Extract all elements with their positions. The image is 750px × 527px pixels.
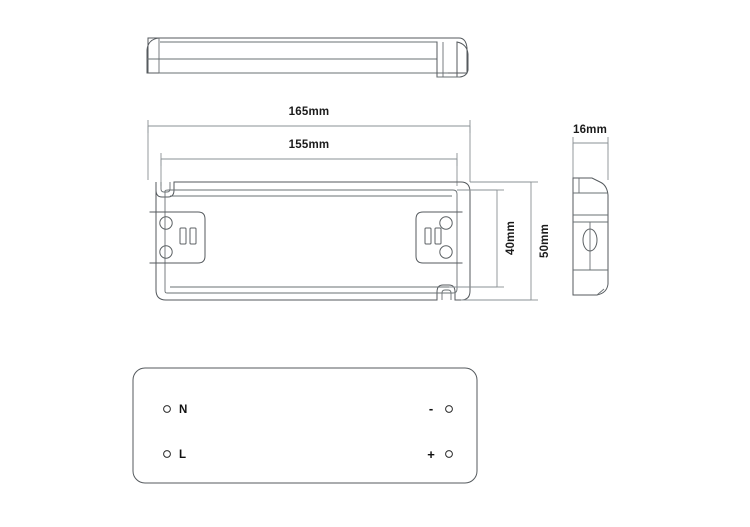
bottom-body-outline: [132, 367, 478, 484]
side-view: [572, 177, 609, 296]
dim-50-label: 50mm: [539, 224, 551, 258]
front-elevation-view: [146, 37, 469, 78]
dim-165-label: 165mm: [289, 106, 330, 118]
right-tab-vent-slot-1: [424, 227, 432, 245]
dimension-155mm: 155mm: [160, 139, 458, 186]
plan-bottomright-notch: [441, 289, 452, 300]
plan-topleft-notch: [160, 182, 171, 193]
output-terminal-group: - +: [427, 401, 453, 462]
dim-40-label: 40mm: [505, 221, 517, 255]
terminal-negative-hole: [445, 405, 453, 413]
right-tab-outline: [415, 211, 463, 264]
left-tab-vent-slot-1: [179, 227, 187, 245]
dim-16-label: 16mm: [573, 124, 607, 136]
dimension-16mm: 16mm: [572, 124, 609, 180]
front-body-outline: [147, 37, 468, 74]
left-tab-screw-hole-top: [159, 216, 173, 230]
plan-inner-outline: [164, 189, 458, 294]
right-tab-screw-hole-top: [439, 216, 453, 230]
front-right-endcap-block: [436, 41, 458, 78]
dimension-165mm: 165mm: [147, 106, 471, 182]
left-tab-vent-slot-2: [189, 227, 197, 245]
plan-right-mounting-tab: [415, 211, 463, 264]
terminal-live-hole: [163, 450, 171, 458]
plan-left-mounting-tab: [149, 211, 206, 264]
terminal-live-label: L: [179, 449, 186, 461]
left-tab-outline: [149, 211, 206, 264]
side-outer-profile: [572, 177, 609, 296]
front-right-rounded-cap: [456, 41, 469, 78]
dimension-40mm: 40mm: [449, 189, 517, 288]
terminal-neutral-label: N: [179, 404, 187, 416]
dim-155-label: 155mm: [289, 139, 330, 151]
plan-outer-outline: [155, 181, 471, 301]
left-tab-screw-hole-bottom: [159, 245, 173, 259]
terminal-negative-label: -: [429, 401, 433, 416]
right-tab-vent-slot-2: [434, 227, 442, 245]
terminal-positive-label: +: [427, 447, 435, 462]
front-left-endcap: [146, 37, 160, 74]
side-oval-boss: [582, 228, 598, 252]
dimension-50mm: 50mm: [461, 181, 551, 301]
terminal-neutral-hole: [163, 405, 171, 413]
input-terminal-group: N L: [163, 404, 187, 461]
right-tab-screw-hole-bottom: [439, 245, 453, 259]
terminal-positive-hole: [445, 450, 453, 458]
plan-view: [149, 181, 471, 301]
bottom-view: N L - +: [132, 367, 478, 484]
side-bottom-chamfer: [596, 288, 605, 296]
